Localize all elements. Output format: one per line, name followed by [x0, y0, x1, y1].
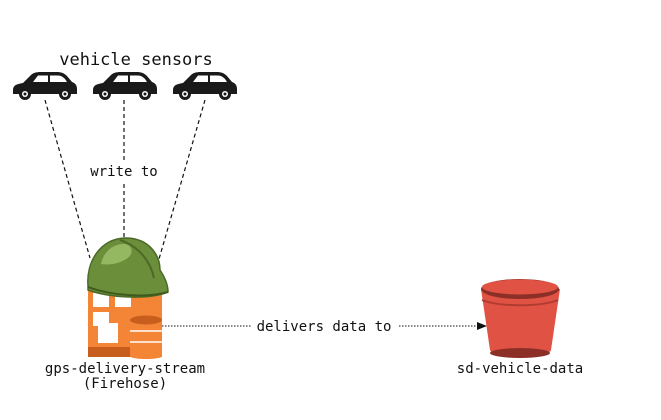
firehose-type: (Firehose)	[83, 376, 167, 392]
sensors-title: vehicle sensors	[59, 50, 213, 70]
hard-hat-icon	[87, 237, 169, 298]
bucket-name: sd-vehicle-data	[457, 361, 583, 377]
s3-bucket-icon	[481, 279, 560, 358]
car-icon	[173, 72, 237, 100]
deliver-label: delivers data to	[257, 319, 392, 335]
write-edge-left	[44, 99, 91, 259]
car-icon	[93, 72, 157, 100]
firehose-icon	[88, 285, 162, 359]
firehose-name: gps-delivery-stream	[45, 361, 205, 377]
deliver-label-bg	[251, 317, 398, 335]
car-icon	[13, 72, 77, 100]
write-edge-right	[156, 99, 206, 267]
write-label: write to	[90, 164, 157, 180]
write-label-bg	[86, 161, 162, 181]
